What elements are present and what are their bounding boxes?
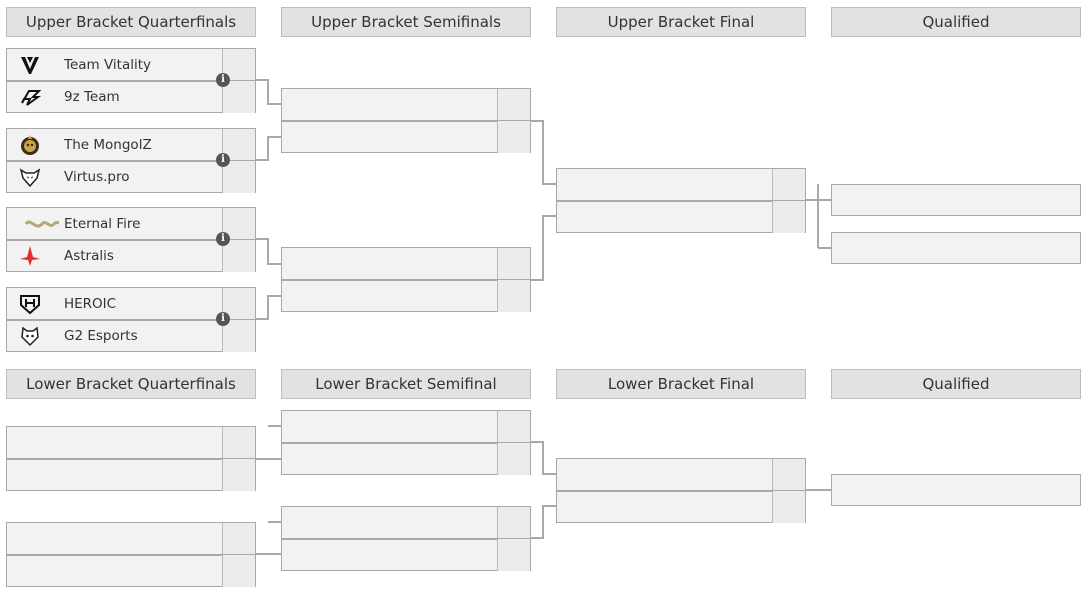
info-icon[interactable]: i	[216, 312, 230, 326]
header-lb-semifinal: Lower Bracket Semifinal	[281, 369, 531, 399]
team-slot[interactable]: 9z Team	[7, 81, 255, 113]
score-box	[772, 459, 805, 491]
lb-qualified-slot[interactable]	[831, 474, 1081, 506]
score-box	[222, 427, 255, 459]
lb-sf-match-2[interactable]	[281, 506, 531, 571]
team-name: 9z Team	[64, 89, 120, 105]
divider	[557, 490, 805, 492]
team-slot[interactable]: Virtus.pro	[7, 161, 255, 193]
team-slot[interactable]	[557, 201, 805, 233]
team-name: Astralis	[64, 248, 114, 264]
team-slot[interactable]: The MongolZ	[7, 129, 255, 161]
score-box	[222, 240, 255, 272]
divider	[282, 120, 530, 122]
info-icon[interactable]: i	[216, 153, 230, 167]
team-name: Team Vitality	[64, 57, 152, 73]
divider	[7, 239, 255, 241]
score-box	[497, 89, 530, 121]
score-box	[222, 555, 255, 587]
header-ub-qualified: Qualified	[831, 7, 1081, 37]
header-lb-qualified: Qualified	[831, 369, 1081, 399]
ub-sf-match-1[interactable]	[281, 88, 531, 153]
score-box	[772, 169, 805, 201]
team-slot[interactable]	[7, 523, 255, 555]
divider	[557, 200, 805, 202]
score-box	[497, 411, 530, 443]
score-box	[222, 320, 255, 352]
g2-logo-icon	[21, 326, 39, 347]
ub-qualified-slot-2[interactable]	[831, 232, 1081, 264]
team-name: Virtus.pro	[64, 169, 130, 185]
divider	[7, 554, 255, 556]
team-name: The MongolZ	[64, 137, 152, 153]
team-name: G2 Esports	[64, 328, 138, 344]
score-box	[497, 507, 530, 539]
team-slot[interactable]	[282, 507, 530, 539]
header-lb-final: Lower Bracket Final	[556, 369, 806, 399]
ub-qf-match-3[interactable]: Eternal Fire Astralis i	[6, 207, 256, 272]
info-icon[interactable]: i	[216, 232, 230, 246]
team-slot[interactable]	[7, 459, 255, 491]
ub-qualified-slot-1[interactable]	[831, 184, 1081, 216]
9z-logo-icon	[21, 90, 41, 106]
virtuspro-logo-icon	[19, 168, 41, 188]
score-box	[222, 459, 255, 491]
heroic-logo-icon	[20, 295, 40, 315]
divider	[7, 160, 255, 162]
team-slot[interactable]	[282, 248, 530, 280]
score-box	[222, 81, 255, 113]
team-slot[interactable]	[282, 89, 530, 121]
team-slot[interactable]	[7, 427, 255, 459]
lb-qf-match-1[interactable]	[6, 426, 256, 491]
score-box	[772, 491, 805, 523]
ub-qf-match-4[interactable]: HEROIC G2 Esports i	[6, 287, 256, 352]
team-slot[interactable]	[282, 443, 530, 475]
eternalfire-logo-icon	[24, 220, 59, 228]
divider	[7, 319, 255, 321]
info-icon[interactable]: i	[216, 73, 230, 87]
score-box	[222, 161, 255, 193]
team-slot[interactable]	[557, 169, 805, 201]
team-slot[interactable]: G2 Esports	[7, 320, 255, 352]
score-box	[772, 201, 805, 233]
team-name: HEROIC	[64, 296, 117, 312]
astralis-logo-icon	[20, 246, 40, 266]
header-ub-final: Upper Bracket Final	[556, 7, 806, 37]
team-slot[interactable]	[557, 459, 805, 491]
mongolz-logo-icon	[21, 135, 39, 155]
vitality-logo-icon	[21, 57, 39, 74]
team-slot[interactable]	[7, 555, 255, 587]
team-slot[interactable]	[282, 121, 530, 153]
score-box	[497, 248, 530, 280]
score-box	[497, 121, 530, 153]
score-box	[222, 523, 255, 555]
team-slot[interactable]: Astralis	[7, 240, 255, 272]
team-slot[interactable]	[282, 539, 530, 571]
team-name: Eternal Fire	[64, 216, 141, 232]
header-ub-semifinals: Upper Bracket Semifinals	[281, 7, 531, 37]
divider	[282, 442, 530, 444]
team-slot[interactable]	[557, 491, 805, 523]
team-slot[interactable]	[282, 411, 530, 443]
header-lb-quarterfinals: Lower Bracket Quarterfinals	[6, 369, 256, 399]
ub-final-match[interactable]	[556, 168, 806, 233]
ub-sf-match-2[interactable]	[281, 247, 531, 312]
ub-qf-match-1[interactable]: Team Vitality 9z Team i	[6, 48, 256, 113]
lb-qf-match-2[interactable]	[6, 522, 256, 587]
score-box	[497, 443, 530, 475]
divider	[7, 80, 255, 82]
lb-sf-match-1[interactable]	[281, 410, 531, 475]
score-box	[497, 280, 530, 312]
team-slot[interactable]	[282, 280, 530, 312]
divider	[7, 458, 255, 460]
lb-final-match[interactable]	[556, 458, 806, 523]
score-box	[497, 539, 530, 571]
divider	[282, 279, 530, 281]
header-ub-quarterfinals: Upper Bracket Quarterfinals	[6, 7, 256, 37]
ub-qf-match-2[interactable]: The MongolZ Virtus.pro i	[6, 128, 256, 193]
divider	[282, 538, 530, 540]
